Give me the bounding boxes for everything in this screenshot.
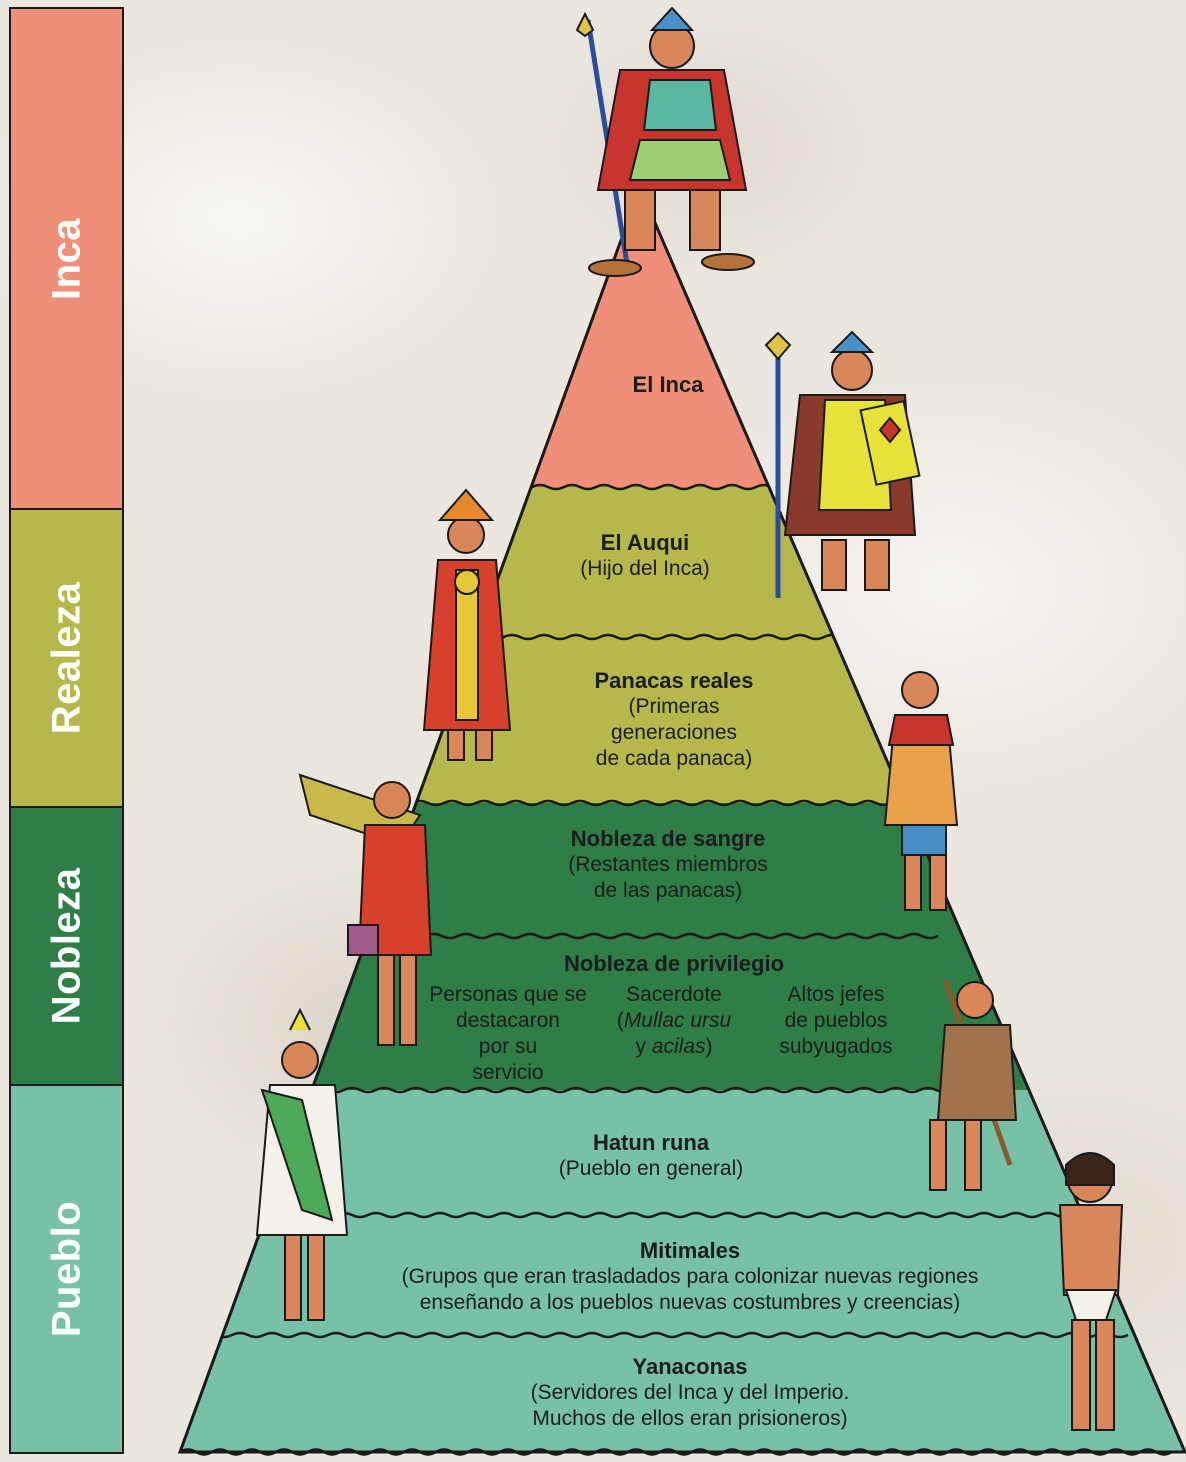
- tier-yanaconas-band: [180, 1335, 1185, 1452]
- sidebar-inca: Inca: [9, 7, 124, 510]
- tier-panacas-title: Panacas reales: [594, 668, 754, 693]
- tier-sangre-sub1: (Restantes miembros: [568, 853, 768, 876]
- tier-yanaconas-title: Yanaconas: [632, 1354, 748, 1379]
- tier-inca-band: [180, 188, 1185, 487]
- sacerdote-line-2: (Mullac ursu: [616, 1009, 732, 1032]
- yanacona-servant-figure: [1058, 1152, 1124, 1431]
- servicio-line-2: destacaron: [456, 1009, 560, 1032]
- tier-inca-text: El Inca: [633, 372, 704, 398]
- tier-yanaconas-sub1: (Servidores del Inca y del Imperio.: [530, 1381, 850, 1404]
- tier-mitimales-title: Mitimales: [639, 1238, 741, 1263]
- divider-6: [239, 1211, 1089, 1219]
- tier-auqui-sub: (Hijo del Inca): [580, 557, 710, 580]
- tier-hatun-title: Hatun runa: [592, 1130, 710, 1155]
- inca-emperor-figure: [575, 6, 755, 277]
- jefes-line-2: de pueblos: [784, 1009, 888, 1032]
- tier-mitimales-text: Mitimales (Grupos que eran trasladados p…: [402, 1238, 979, 1316]
- tier-hatun-band: [180, 1090, 1185, 1215]
- sidebar-nobleza: Nobleza: [9, 806, 124, 1086]
- servicio-line-3: por su: [478, 1035, 538, 1058]
- divider-5: [279, 1086, 1001, 1094]
- tier-yanaconas-text: Yanaconas (Servidores del Inca y del Imp…: [531, 1354, 850, 1432]
- commoner-woman-figure: [255, 1007, 349, 1321]
- tier-panacas-band: [180, 637, 1185, 803]
- tier-sangre-text: Nobleza de sangre (Restantes miembros de…: [568, 826, 768, 904]
- tier-panacas-sub2: generaciones: [610, 721, 738, 744]
- mullac-ursu-italic: Mullac ursu: [623, 1009, 732, 1032]
- sacerdote-line-1: Sacerdote: [626, 983, 722, 1006]
- tier-hatun-text: Hatun runa (Pueblo en general): [559, 1130, 743, 1182]
- tier-inca-title: El Inca: [632, 372, 704, 397]
- warrior-with-shield-figure: [764, 330, 921, 598]
- noble-woman-figure: [883, 671, 959, 911]
- tier-auqui-text: El Auqui (Hijo del Inca): [580, 530, 710, 582]
- acilas-italic: acilas: [651, 1035, 706, 1058]
- tier-panacas-sub1: (Primeras: [628, 695, 720, 718]
- divider-7: [199, 1331, 1129, 1339]
- divider-2: [439, 633, 905, 641]
- servicio-line-1: Personas que se: [429, 983, 587, 1006]
- tier-yanaconas-sub2: Muchos de ellos eran prisioneros): [532, 1407, 848, 1430]
- tier-panacas-text: Panacas reales (Primeras generaciones de…: [594, 668, 753, 772]
- tier-sangre-sub2: de las panacas): [593, 879, 743, 902]
- auqui-prince-figure: [422, 488, 512, 761]
- tier-privilegio-title: Nobleza de privilegio: [563, 951, 785, 976]
- jefes-line-1: Altos jefes: [787, 983, 885, 1006]
- tier-privilegio-text: Nobleza de privilegio: [564, 951, 784, 977]
- tier-mitimales-sub1: (Grupos que eran trasladados para coloni…: [401, 1265, 979, 1288]
- privilegio-column-servicio: Personas que se destacaron por su servic…: [429, 982, 587, 1086]
- divider-3: [379, 799, 925, 807]
- sidebar-realeza: Realeza: [9, 508, 124, 808]
- tier-hatun-sub: (Pueblo en general): [558, 1157, 744, 1180]
- privilegio-column-jefes: Altos jefes de pueblos subyugados: [779, 982, 892, 1060]
- sidebar-pueblo: Pueblo: [9, 1084, 124, 1454]
- servicio-line-4: servicio: [472, 1061, 544, 1084]
- sacerdote-line-3: y acilas): [635, 1035, 713, 1058]
- ground-line: [179, 1448, 1173, 1456]
- tier-sangre-title: Nobleza de sangre: [570, 826, 766, 851]
- privilegio-column-sacerdote: Sacerdote (Mullac ursu y acilas): [617, 982, 731, 1060]
- noble-with-cloak-figure: [298, 773, 433, 1046]
- tier-panacas-sub3: de cada panaca): [595, 747, 753, 770]
- farmer-with-tool-figure: [929, 979, 1018, 1191]
- tier-auqui-title: El Auqui: [600, 530, 690, 555]
- jefes-line-3: subyugados: [779, 1035, 893, 1058]
- tier-mitimales-sub2: enseñando a los pueblos nuevas costumbre…: [419, 1291, 961, 1314]
